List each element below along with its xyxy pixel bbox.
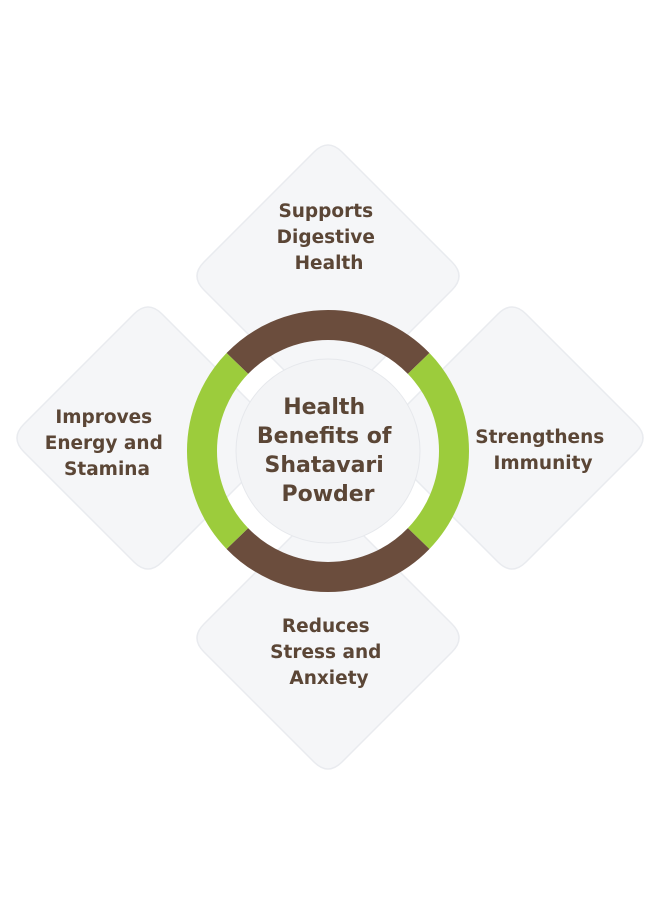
center-title: Health Benefits of Shatavari Powder: [257, 395, 399, 507]
center-title-line: Benefits of: [257, 424, 392, 449]
petal-top-line: Digestive: [277, 227, 375, 248]
center-title-line: Health: [283, 395, 365, 420]
petal-top-line: Health: [295, 253, 364, 274]
ring-arc-top: [226, 310, 430, 375]
petal-left-line: Stamina: [64, 459, 150, 480]
petal-bottom-label: Reduces Stress and Anxiety: [270, 616, 388, 689]
petal-left-line: Energy and: [45, 433, 163, 454]
petal-top-line: Supports: [278, 201, 373, 222]
ring-arc-bottom: [226, 527, 430, 592]
petal-right-label: Strengthens Immunity: [475, 427, 610, 474]
petal-right-line: Immunity: [493, 453, 592, 474]
center-title-line: Powder: [281, 482, 374, 507]
ring-arc-right: [407, 353, 469, 549]
petal-right-line: Strengthens: [475, 427, 604, 448]
petal-left-label: Improves Energy and Stamina: [45, 407, 170, 480]
petal-bottom-line: Reduces: [282, 616, 370, 637]
petal-bottom-line: Stress and: [270, 642, 381, 663]
ring-arc-left: [187, 353, 249, 549]
center-title-line: Shatavari: [265, 453, 384, 478]
center-ring: [187, 310, 469, 592]
center-disc: [235, 358, 421, 544]
petal-left-line: Improves: [55, 407, 152, 428]
petal-bottom-line: Anxiety: [289, 668, 368, 689]
petal-top-label: Supports Digestive Health: [277, 201, 382, 274]
